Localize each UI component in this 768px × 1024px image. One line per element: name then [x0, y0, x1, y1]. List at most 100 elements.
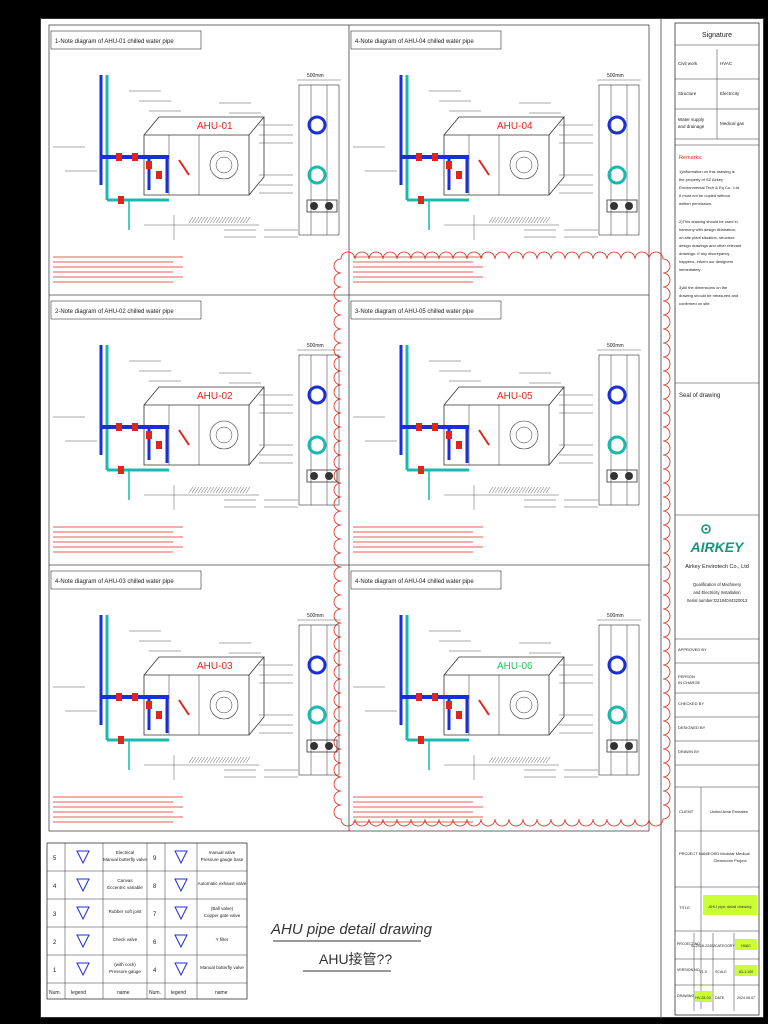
svg-text:DRAWING NO.: DRAWING NO.: [677, 994, 702, 998]
dimension-label: 500mm: [307, 73, 324, 79]
legend-header: Num.: [49, 990, 61, 996]
svg-text:5: 5: [53, 856, 57, 862]
ahu-label: AHU-03: [197, 661, 233, 672]
svg-text:A3-1:100: A3-1:100: [739, 970, 754, 974]
signature-discipline: Electricity: [720, 91, 740, 96]
signature-discipline: Structure: [678, 91, 697, 96]
title-label: TITLE: [679, 905, 690, 910]
svg-text:CATEGORY: CATEGORY: [715, 944, 735, 948]
legend-header: Num.: [149, 990, 161, 996]
legend-header: legend: [171, 990, 186, 996]
panel-title: 1-Note diagram of AHU-01 chilled water p…: [55, 39, 174, 45]
ahu-label: AHU-02: [197, 391, 233, 402]
company-name: Airkey Envirotech Co., Ltd: [685, 564, 749, 570]
svg-text:Serial number:D2184044320013: Serial number:D2184044320013: [687, 598, 748, 603]
signature-discipline: HVAC: [720, 61, 733, 66]
svg-text:V1.0: V1.0: [699, 970, 706, 974]
drawing-title-cn: AHU接管??: [319, 951, 392, 967]
svg-text:manual valve: manual valve: [209, 850, 236, 855]
panel-6: 4-Note diagram of AHU-04 chilled water p…: [350, 570, 641, 823]
svg-text:SC2018-22402: SC2018-22402: [691, 944, 715, 948]
signature-discipline: and drainage: [678, 124, 705, 129]
panel-4: 3-Note diagram of AHU-05 chilled water p…: [350, 300, 641, 553]
signature-header: Signature: [702, 32, 732, 39]
dimension-label: 500mm: [607, 73, 624, 79]
svg-text:and Electricity Installation: and Electricity Installation: [693, 590, 741, 595]
revision-cloud: [333, 251, 671, 827]
title-block: Signature Civil work HVAC Structure Electri…: [674, 22, 760, 1016]
title-value-highlight: [703, 895, 757, 915]
svg-text:2024.08.07: 2024.08.07: [737, 996, 755, 1000]
svg-text:(with cock): (with cock): [114, 962, 136, 967]
svg-text:9: 9: [153, 856, 157, 862]
svg-text:VERSION NO.: VERSION NO.: [677, 968, 701, 972]
title-value: AHU pipe detail drawing: [709, 904, 752, 909]
svg-text:Rubber soft joint: Rubber soft joint: [109, 909, 143, 914]
svg-text:2: 2: [53, 940, 57, 946]
signature-discipline: Civil work: [678, 61, 698, 66]
remarks-text: 1)Information on this drawing is the prop…: [679, 169, 742, 306]
svg-text:Qualification of Machinery: Qualification of Machinery: [693, 582, 742, 587]
panel-5: 4-Note diagram of AHU-03 chilled water p…: [50, 570, 341, 823]
svg-text:(Ball valve): (Ball valve): [211, 906, 234, 911]
client-value: United Arab Emirates: [710, 809, 748, 814]
approval-label: DRAWN BY: [678, 749, 700, 754]
svg-text:Eccentric variable: Eccentric variable: [107, 885, 143, 890]
remarks-title: Remarks:: [679, 155, 703, 161]
svg-text:Environmental Tech & Eq Co., L: Environmental Tech & Eq Co., Ltd.: [679, 185, 740, 190]
svg-text:1: 1: [53, 968, 57, 974]
panel-title: 4-Note diagram of AHU-04 chilled water p…: [355, 39, 474, 45]
svg-text:Electrical: Electrical: [116, 850, 134, 855]
logo-wordmark: AIRKEY: [690, 539, 746, 555]
drawing-title: AHU pipe detail drawing: [270, 921, 433, 938]
svg-text:PROJECT NO.: PROJECT NO.: [677, 942, 701, 946]
svg-text:on-site plant situation, struc: on-site plant situation, structure: [679, 235, 735, 240]
panel-3: 2-Note diagram of AHU-02 chilled water p…: [50, 300, 341, 553]
svg-text:drawing should be measured and: drawing should be measured and: [679, 293, 738, 298]
panel-1: 1-Note diagram of AHU-01 chilled water p…: [50, 30, 341, 283]
svg-text:immediately.: immediately.: [679, 267, 701, 272]
svg-text:4: 4: [53, 884, 57, 890]
svg-text:6: 6: [153, 940, 157, 946]
svg-text:happens, inform our designers: happens, inform our designers: [679, 259, 733, 264]
svg-text:Y filter: Y filter: [216, 937, 229, 942]
drawing-sheet: 1-Note diagram of AHU-01 chilled water p…: [40, 18, 764, 1019]
signature-discipline: Water supply: [678, 117, 705, 122]
svg-text:4: 4: [153, 968, 157, 974]
svg-text:HV-28-03: HV-28-03: [695, 996, 710, 1000]
signature-discipline: Medical gas: [720, 121, 745, 126]
approval-label: PERSON: [678, 674, 695, 679]
legend-header: name: [117, 990, 130, 996]
panel-title: 4-Note diagram of AHU-04 chilled water p…: [355, 579, 474, 585]
panel-title: 3-Note diagram of AHU-05 chilled water p…: [355, 309, 474, 315]
svg-text:design drawings and other rele: design drawings and other relevant: [679, 243, 742, 248]
svg-text:Cleanroom Project: Cleanroom Project: [713, 858, 747, 863]
svg-text:written permission.: written permission.: [679, 201, 712, 206]
svg-text:Manual butterfly valve: Manual butterfly valve: [200, 965, 244, 970]
note-diagram-panels: 1-Note diagram of AHU-01 chilled water p…: [50, 30, 641, 823]
approval-label: APPROVED BY: [678, 647, 707, 652]
project-label: PROJECT NAME: [679, 851, 711, 856]
drawing-canvas: 1-Note diagram of AHU-01 chilled water p…: [46, 19, 760, 1019]
svg-text:8: 8: [153, 884, 157, 890]
svg-text:7: 7: [153, 912, 157, 918]
svg-text:3: 3: [53, 912, 57, 918]
svg-text:1)Information on this drawing: 1)Information on this drawing is: [679, 169, 735, 174]
svg-text:Automatic exhaust valve: Automatic exhaust valve: [198, 881, 247, 886]
approval-label: CHECKED BY: [678, 701, 704, 706]
legend-header: legend: [71, 990, 86, 996]
dimension-label: 500mm: [307, 343, 324, 349]
approval-label: IN CHARGE: [678, 680, 701, 685]
svg-text:It must not be copied without: It must not be copied without: [679, 193, 731, 198]
ahu-label: AHU-04: [497, 121, 533, 132]
legend-row: 1 4 (with cock) Pressure gauge Manual butter…: [53, 962, 244, 977]
svg-text:3)All the dimensions on the: 3)All the dimensions on the: [679, 285, 728, 290]
svg-text:Manual butterfly valve: Manual butterfly valve: [103, 857, 147, 862]
svg-text:the property of SZ Airkey: the property of SZ Airkey: [679, 177, 723, 182]
svg-text:Pressure gauge: Pressure gauge: [109, 969, 141, 974]
panel-2: 4-Note diagram of AHU-04 chilled water p…: [350, 30, 641, 283]
